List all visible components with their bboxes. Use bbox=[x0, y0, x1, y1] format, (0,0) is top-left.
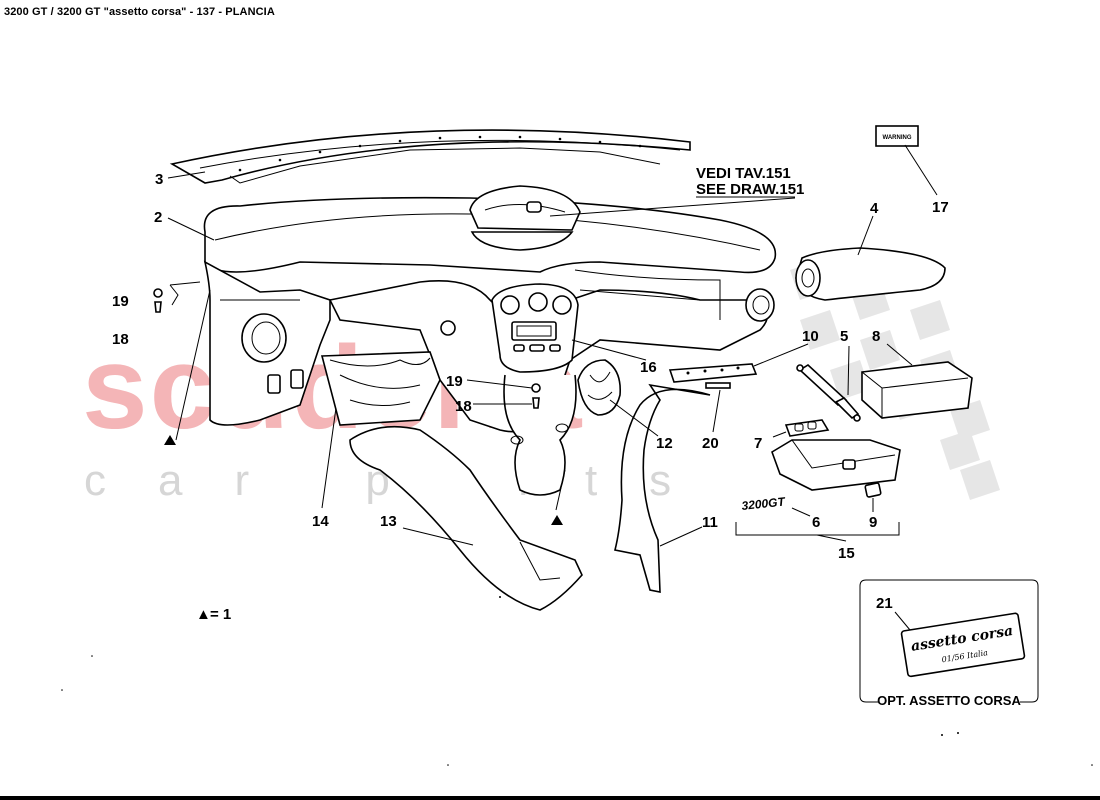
part-18-19-clips-center bbox=[531, 383, 541, 409]
label-11: 11 bbox=[702, 514, 718, 531]
triangle-marker-icon bbox=[551, 515, 563, 525]
label-18-center: 18 bbox=[455, 398, 472, 415]
bottom-border bbox=[0, 796, 1100, 800]
part-20-strip bbox=[705, 382, 731, 389]
label-15: 15 bbox=[838, 545, 855, 562]
label-10: 10 bbox=[802, 328, 819, 345]
legend-text: = 1 bbox=[210, 606, 231, 623]
label-18-left: 18 bbox=[112, 331, 129, 348]
part-11-side-trim bbox=[614, 383, 711, 593]
reference-callout: VEDI TAV.151 SEE DRAW.151 bbox=[696, 165, 804, 198]
reference-line-2: SEE DRAW.151 bbox=[696, 181, 804, 198]
part-14-lower-panel bbox=[320, 351, 441, 426]
part-4-cover bbox=[795, 247, 946, 301]
part-number-labels: 3 2 19 18 4 17 10 5 8 16 19 18 12 20 7 1… bbox=[112, 171, 949, 562]
label-14: 14 bbox=[312, 513, 329, 530]
legend-symbol: ▲ bbox=[196, 606, 211, 623]
label-8: 8 bbox=[872, 328, 880, 345]
part-7-switch bbox=[784, 419, 830, 437]
triangle-marker-icons bbox=[164, 435, 563, 525]
legend: ▲ = 1 bbox=[196, 606, 231, 623]
part-10-bracket bbox=[668, 363, 758, 383]
label-4: 4 bbox=[870, 200, 879, 217]
label-13: 13 bbox=[380, 513, 397, 530]
page-title: 3200 GT / 3200 GT "assetto corsa" - 137 … bbox=[4, 6, 275, 18]
part-13-lower-trim bbox=[349, 425, 583, 611]
part-9-latch bbox=[864, 482, 882, 498]
part-5-gas-strut bbox=[796, 363, 861, 422]
scan-specks bbox=[61, 596, 1093, 766]
part-2-dashboard bbox=[203, 185, 777, 433]
part-16-center-console bbox=[491, 283, 579, 496]
warning-plate-text: WARNING bbox=[883, 135, 912, 141]
label-20: 20 bbox=[702, 435, 719, 452]
label-5: 5 bbox=[840, 328, 848, 345]
label-19-left: 19 bbox=[112, 293, 129, 310]
label-17: 17 bbox=[932, 199, 949, 216]
label-21: 21 bbox=[876, 595, 893, 612]
part-12-gear-boot bbox=[577, 359, 622, 416]
reference-line-1: VEDI TAV.151 bbox=[696, 165, 791, 182]
part-6-glovebox-lid bbox=[771, 439, 901, 491]
label-9: 9 bbox=[869, 514, 877, 531]
label-19-center: 19 bbox=[446, 373, 463, 390]
label-2: 2 bbox=[154, 209, 162, 226]
badge-3200gt: 3200GT bbox=[741, 494, 787, 513]
label-7: 7 bbox=[754, 435, 762, 452]
label-3: 3 bbox=[155, 171, 163, 188]
part-8-tray bbox=[861, 361, 973, 419]
leader-lines bbox=[167, 144, 938, 631]
triangle-marker-icon bbox=[164, 435, 176, 445]
part-17-warning-plate: WARNING bbox=[875, 125, 919, 147]
part-18-19-clips-left bbox=[153, 281, 201, 313]
option-box-caption: OPT. ASSETTO CORSA bbox=[877, 693, 1021, 708]
option-box-assetto-corsa: 21 assetto corsa 01/56 Italia OPT. ASSET… bbox=[859, 579, 1039, 708]
label-6: 6 bbox=[812, 514, 820, 531]
label-16: 16 bbox=[640, 359, 657, 376]
part-3-top-trim bbox=[169, 129, 691, 184]
label-12: 12 bbox=[656, 435, 673, 452]
